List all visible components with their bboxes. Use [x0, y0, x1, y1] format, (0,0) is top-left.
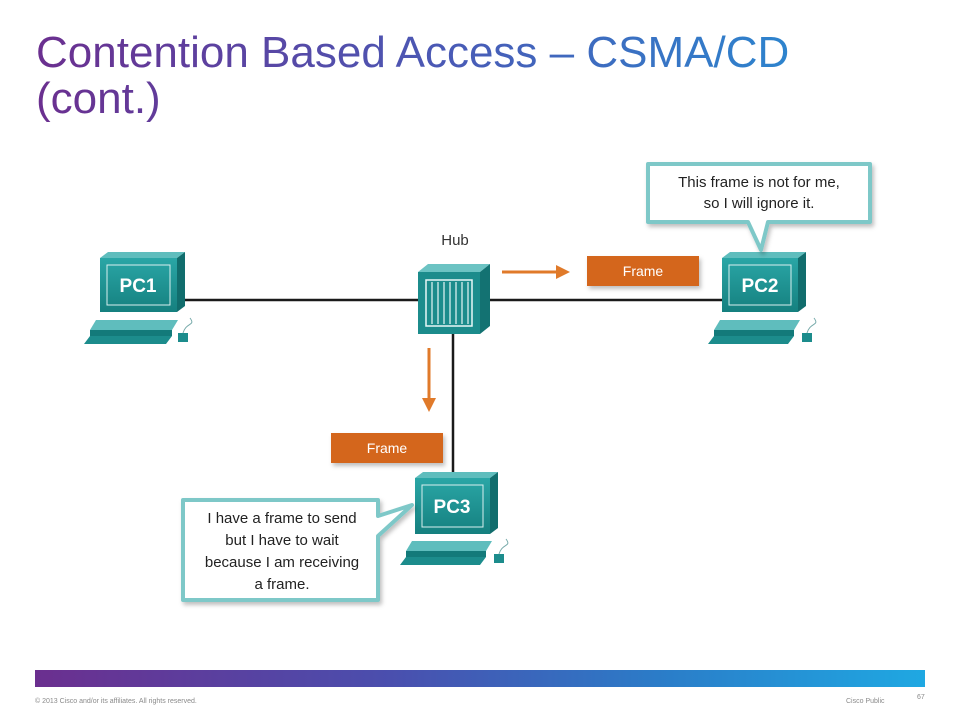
- callout-pc3-line-1: I have a frame to send: [207, 510, 356, 527]
- hub-icon: [418, 264, 490, 334]
- frame-to-pc3: Frame: [331, 433, 443, 463]
- callout-pc3: [181, 498, 414, 602]
- classification-label: Cisco Public: [846, 698, 885, 705]
- page-number: 67: [917, 694, 925, 701]
- frame-to-pc2-label: Frame: [623, 263, 664, 279]
- copyright-text: © 2013 Cisco and/or its affiliates. All …: [35, 698, 197, 705]
- callout-pc2-line-1: This frame is not for me,: [678, 174, 840, 191]
- frame-to-pc2: Frame: [587, 256, 699, 286]
- footer-gradient-bar: [35, 670, 925, 687]
- links: [180, 298, 728, 480]
- callout-pc2: [646, 162, 872, 252]
- arrow-right-icon: [502, 265, 570, 279]
- pc3-computer-icon: [400, 472, 509, 565]
- pc2-label: PC2: [742, 276, 779, 297]
- callout-pc3-line-4: a frame.: [254, 576, 309, 593]
- hub-label: Hub: [441, 232, 469, 249]
- pc1-label: PC1: [120, 276, 157, 297]
- callout-pc2-line-2: so I will ignore it.: [704, 195, 815, 212]
- pc2-computer-icon: [708, 252, 817, 344]
- callout-pc3-line-2: but I have to wait: [225, 532, 339, 549]
- pc3-label: PC3: [434, 497, 471, 518]
- callout-pc3-line-3: because I am receiving: [205, 554, 359, 571]
- pc1-computer-icon: [84, 252, 193, 344]
- arrow-down-icon: [422, 348, 436, 412]
- frame-to-pc3-label: Frame: [367, 440, 408, 456]
